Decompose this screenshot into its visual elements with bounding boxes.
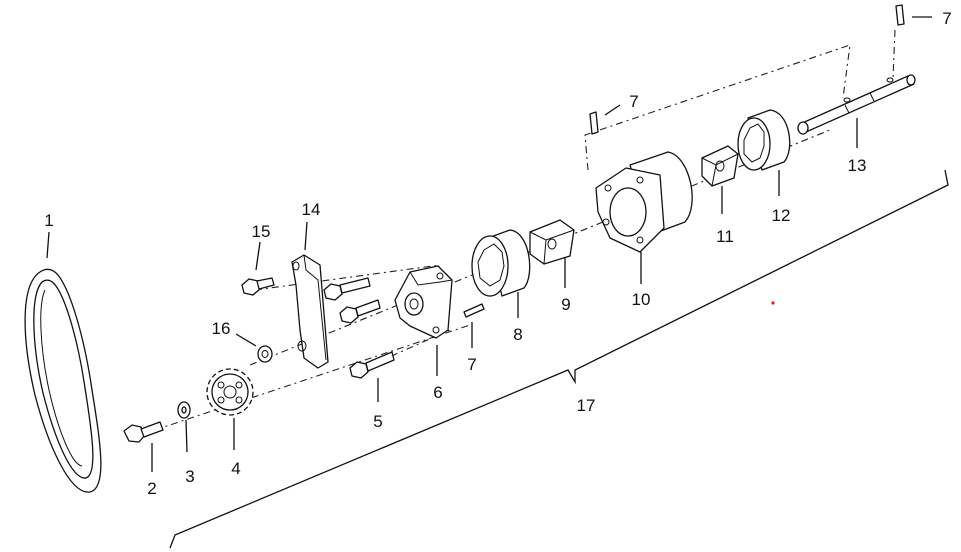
callout-7-upper: 7 [629,92,638,111]
callout-9: 9 [561,295,570,314]
callout-14: 14 [302,200,321,219]
callout-7-mid: 7 [467,355,476,374]
bracket-nut [257,345,273,363]
callout-3: 3 [185,467,194,486]
outer-rotor-front [471,229,531,297]
callout-7-top: 7 [942,9,951,28]
callout-labels: 1 2 3 4 5 6 7 8 9 10 11 12 13 14 15 16 7… [44,9,951,498]
callout-16: 16 [212,319,231,338]
dowel-pin-upper [589,111,599,135]
callout-12: 12 [772,206,791,225]
callout-2: 2 [147,479,156,498]
drive-sprocket [206,368,254,416]
outer-rotor-rear [737,109,791,171]
red-marker-dot [771,301,775,305]
bracket-bolt [241,277,275,296]
pump-bolts [323,277,395,379]
inner-rotor-rear [701,145,739,187]
callout-17: 17 [577,396,596,415]
callout-6: 6 [433,383,442,402]
drive-belt [24,268,102,493]
pump-body [595,151,693,253]
assembly-bracket [169,169,949,549]
inner-rotor-front [529,219,575,265]
callout-8: 8 [513,325,522,344]
callout-10: 10 [632,290,651,309]
pump-shaft [797,74,916,135]
callout-13: 13 [848,156,867,175]
callout-1: 1 [44,211,53,230]
dowel-pin-mid [463,303,485,318]
leader-lines [46,16,932,472]
front-bolt [123,421,164,443]
callout-15: 15 [252,222,271,241]
callout-4: 4 [231,459,240,478]
dowel-pin-top [895,4,905,26]
pump-cover [394,265,453,339]
guide-bracket [291,254,329,369]
callout-11: 11 [716,227,734,246]
washer [177,401,191,419]
callout-5: 5 [373,412,382,431]
